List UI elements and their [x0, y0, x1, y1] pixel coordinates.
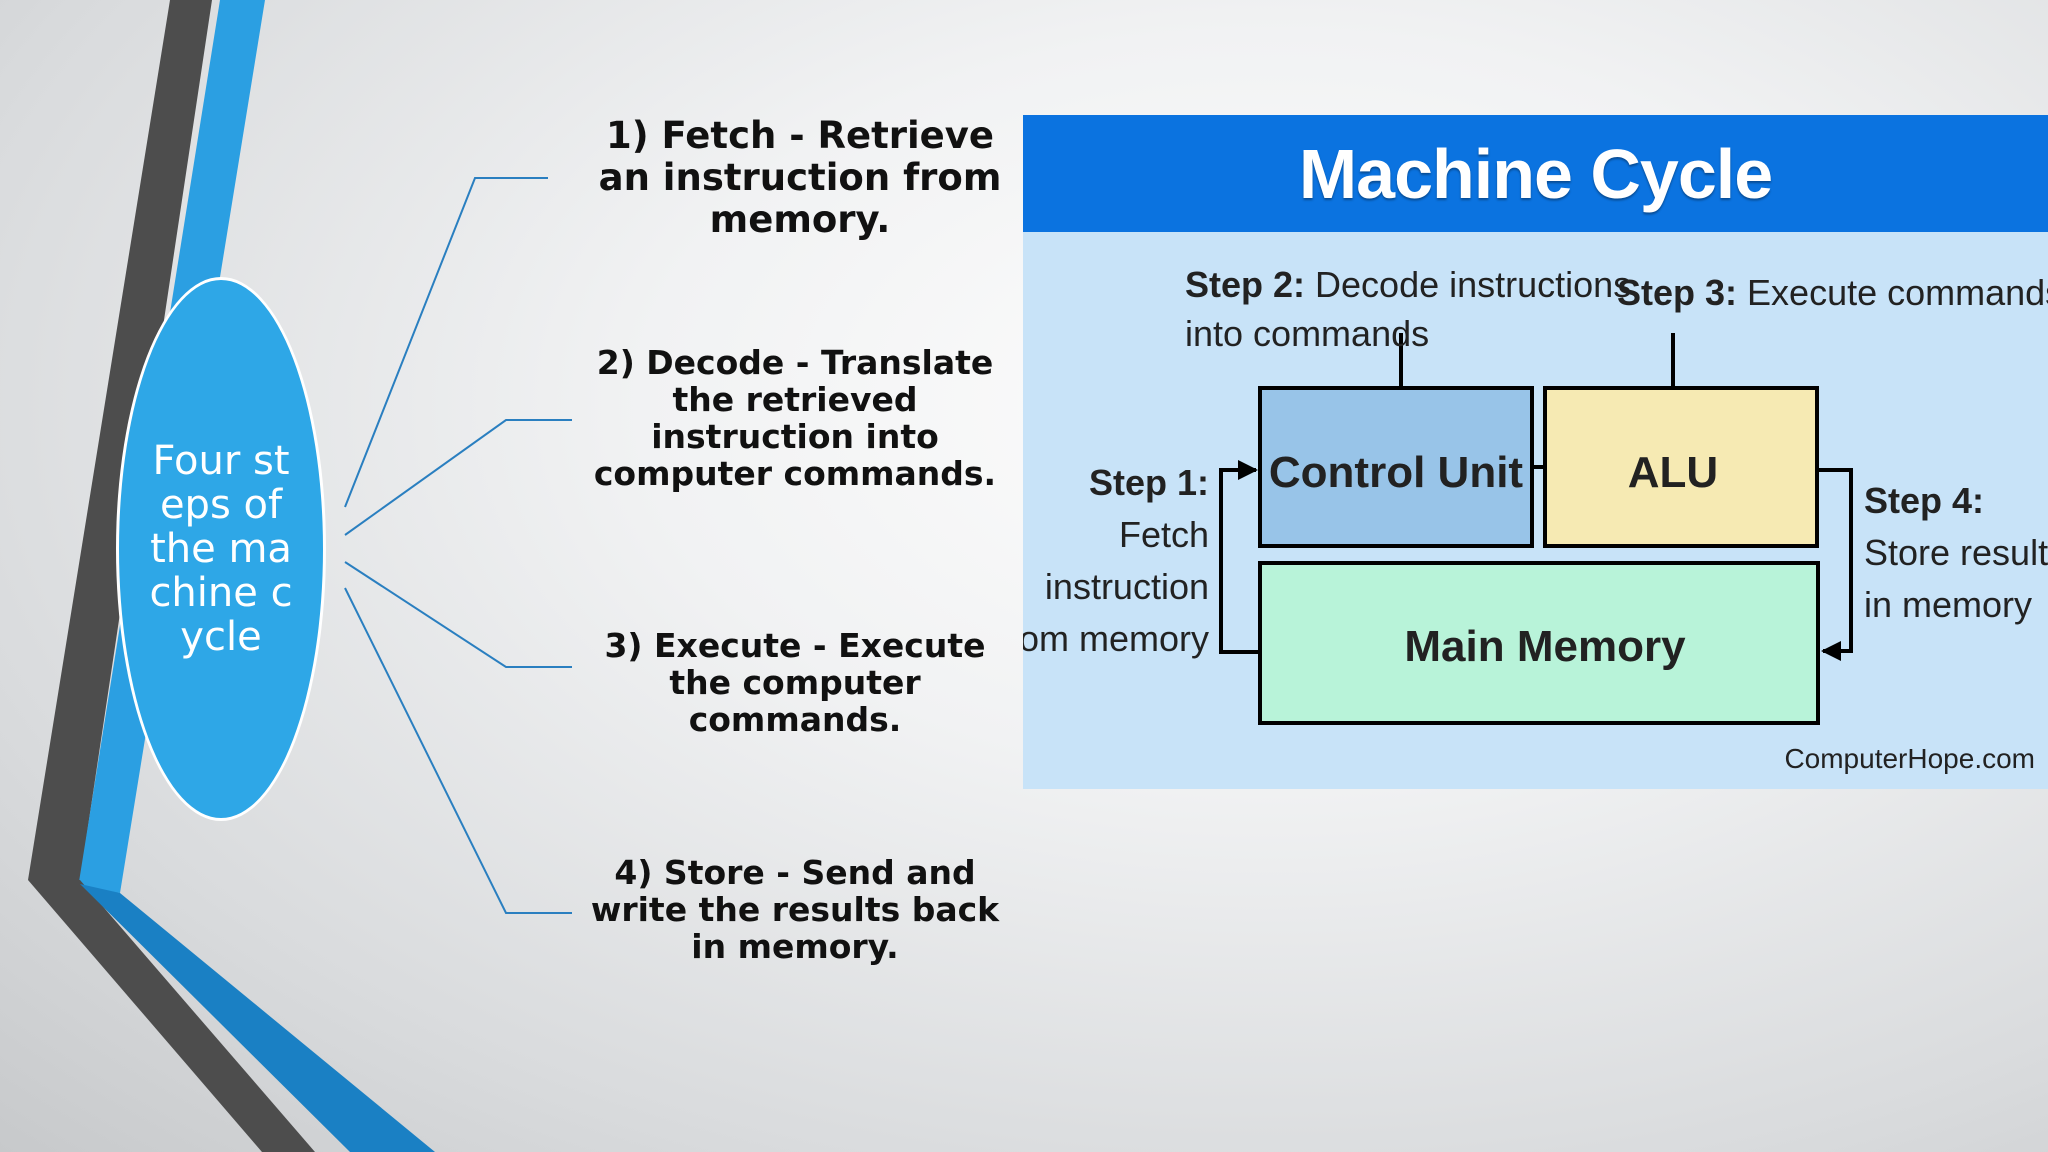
dark-stripe: [28, 0, 212, 880]
connector-line-1: [344, 177, 548, 508]
step2-caption: Step 2: Decode instructions: [1185, 264, 1631, 305]
blue-stripe-lower: [80, 884, 435, 1152]
step4-caption: Step 4:: [1864, 480, 1984, 521]
step1-line-1: Fetch: [1119, 514, 1209, 555]
topic-label: Four steps of the machine cycle: [149, 438, 293, 660]
step4-line-1: Store results: [1864, 532, 2048, 573]
step-store-text: 4) Store - Send and write the results ba…: [590, 853, 1000, 966]
step1-line-2: instruction: [1045, 566, 1209, 607]
step3-caption: Step 3: Execute commands: [1617, 272, 2048, 313]
machine-cycle-diagram: Machine Cycle Control Unit ALU Main Memo…: [1023, 115, 2048, 789]
main-memory-label: Main Memory: [1404, 622, 1686, 671]
main-memory-box: [1258, 561, 1820, 725]
step4-line-2: in memory: [1864, 584, 2032, 625]
diagram-header: Machine Cycle: [1023, 115, 2048, 232]
dark-stripe-lower: [28, 880, 315, 1152]
credit-text: ComputerHope.com: [1784, 743, 2035, 774]
step2-caption-line2: into commands: [1185, 313, 1429, 354]
step1-line-3: from memory: [1023, 618, 1209, 659]
store-arrow: [1817, 468, 1853, 661]
control-unit-label: Control Unit: [1269, 448, 1524, 497]
topic-oval: Four steps of the machine cycle: [116, 277, 326, 821]
diagram-body: Control Unit ALU Main Memory Step 2: Dec…: [1023, 264, 2048, 774]
fetch-arrow: [1219, 460, 1260, 654]
alu-label: ALU: [1628, 448, 1718, 497]
connector-line-2: [344, 419, 572, 536]
step-fetch-text: 1) Fetch - Retrieve an instruction from …: [598, 114, 1002, 241]
diagram-title: Machine Cycle: [1298, 134, 1773, 213]
connector-line-3: [344, 561, 572, 668]
connector-line-4: [344, 587, 572, 914]
step-execute-text: 3) Execute - Execute the computer comman…: [604, 626, 986, 739]
step-decode-text: 2) Decode - Translate the retrieved inst…: [593, 343, 997, 493]
step1-caption: Step 1:: [1089, 462, 1209, 503]
